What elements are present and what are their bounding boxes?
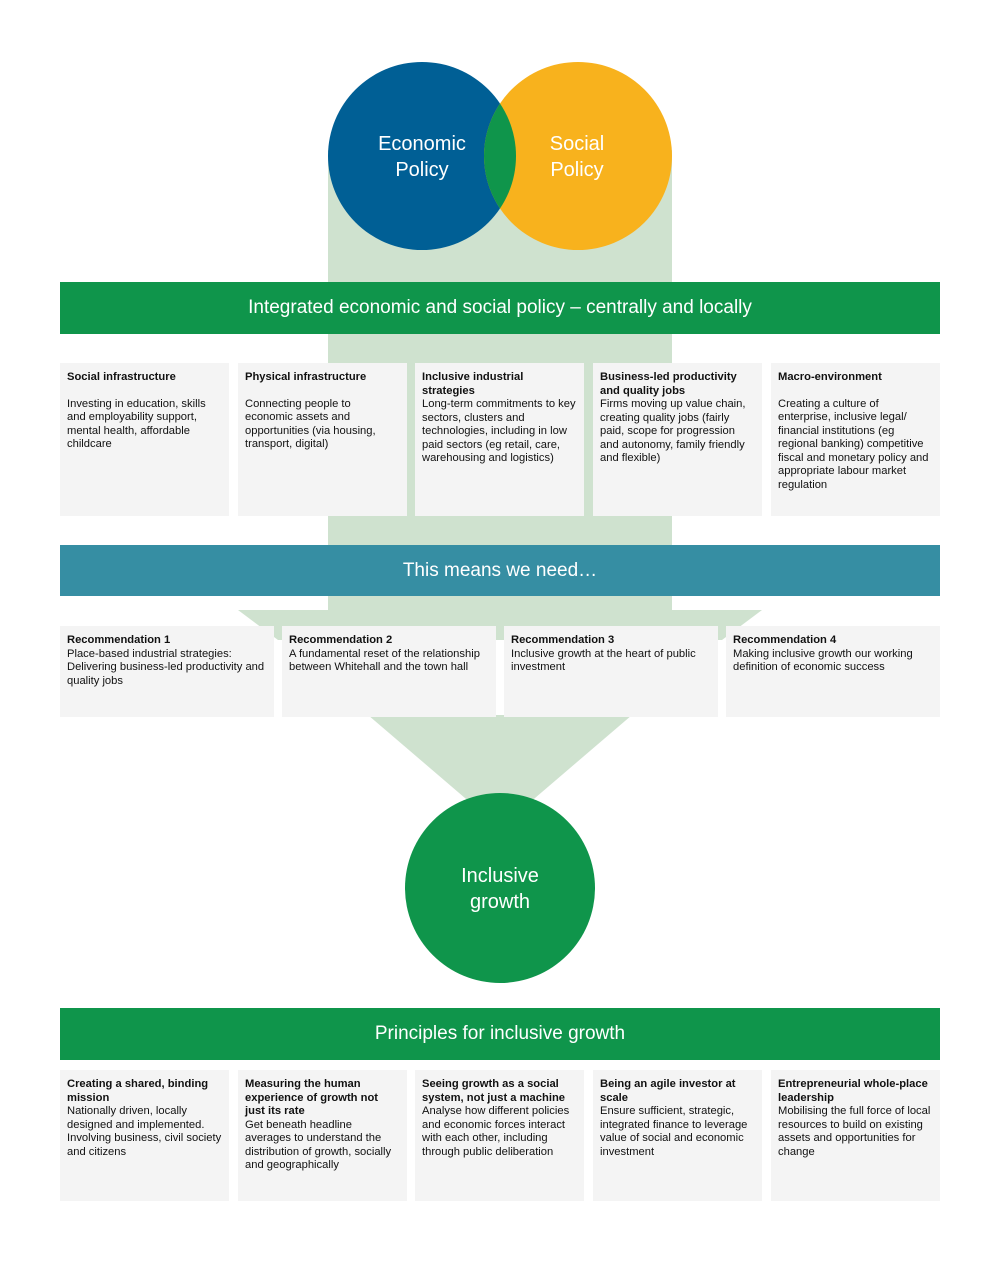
inclusive-growth-circle [405,793,595,983]
policy-area-body: Investing in education, skills and emplo… [67,397,206,451]
policy-area-body: Creating a culture of enterprise, inclus… [778,397,929,491]
principle-body: Mobilising the full force of local resou… [778,1105,931,1158]
recommendation-label: Recommendation [733,634,827,646]
recommendation-body: Place-based industrial strategies: Deliv… [67,647,265,687]
inclusive-growth-line1: Inclusive [461,865,539,887]
recommendation-number: 3 [607,634,615,646]
recommendation-number: 4 [829,634,837,646]
principle-body: Get beneath headline averages to underst… [245,1118,392,1172]
social-label-line2: Policy [550,159,604,181]
principle-title: Creating a shared, binding mission [67,1078,209,1104]
economic-policy-circle [328,62,516,250]
recommendation-body: A fundamental reset of the relationship … [289,647,480,674]
recommendation-label: Recommendation [511,634,605,646]
economic-label-line1: Economic [378,133,466,155]
social-policy-label: Social Policy [507,131,647,183]
principles-band: Principles for inclusive growth [60,1008,940,1060]
policy-area-title: Macro-environment [778,371,882,383]
social-policy-circle [484,62,672,250]
recommendation-number: 1 [163,634,171,646]
principle-card: Measuring the human experience of growth… [238,1070,407,1201]
principle-card: Creating a shared, binding mission Natio… [60,1070,229,1201]
policy-area-title: Business-led productivity and quality jo… [600,371,737,397]
policy-area-body: Connecting people to economic assets and… [245,397,376,451]
policy-area-title: Inclusive industrial strategies [422,371,524,397]
principle-body: Nationally driven, locally designed and … [67,1105,222,1158]
economic-policy-label: Economic Policy [352,131,492,183]
inclusive-growth-line2: growth [469,891,531,913]
inclusive-growth-label: Inclusive growth [430,863,570,915]
recommendation-label: Recommendation [289,634,383,646]
principles-band-text: Principles for inclusive growth [374,1023,626,1044]
recommendation-body: Making inclusive growth our working defi… [733,647,913,674]
policy-area-card: Inclusive industrial strategies Long-ter… [415,363,584,516]
economic-label-line2: Policy [395,159,449,181]
recommendation-label: Recommendation [67,634,161,646]
recommendation-card: Recommendation 3 Inclusive growth at the… [504,626,718,717]
need-band-text: This means we need… [402,559,598,581]
flow-arrow [368,715,632,828]
integrated-policy-band: Integrated economic and social policy – … [60,282,940,334]
need-band: This means we need… [60,545,940,596]
principle-card: Seeing growth as a social system, not ju… [415,1070,584,1201]
policy-area-body: Long-term commitments to key sectors, cl… [422,398,576,464]
policy-area-card: Macro-environment Creating a culture of … [771,363,940,516]
policy-area-card: Physical infrastructure Connecting peopl… [238,363,407,516]
policy-area-title: Physical infrastructure [245,371,367,383]
policy-area-title: Social infrastructure [67,371,176,383]
principle-card: Being an agile investor at scale Ensure … [593,1070,762,1201]
principle-card: Entrepreneurial whole-place leadership M… [771,1070,940,1201]
principle-title: Measuring the human experience of growth… [245,1078,379,1117]
recommendation-number: 2 [385,634,393,646]
principle-title: Seeing growth as a social system, not ju… [422,1078,565,1104]
recommendation-card: Recommendation 4 Making inclusive growth… [726,626,940,717]
principle-title: Being an agile investor at scale [600,1078,736,1104]
recommendation-body: Inclusive growth at the heart of public … [511,647,696,674]
integrated-policy-band-text: Integrated economic and social policy – … [248,297,752,318]
social-label-line1: Social [549,133,605,155]
principle-body: Ensure sufficient, strategic, integrated… [600,1105,748,1158]
policy-area-card: Business-led productivity and quality jo… [593,363,762,516]
principle-body: Analyse how different policies and econo… [422,1105,570,1158]
policy-area-card: Social infrastructure Investing in educa… [60,363,229,516]
principle-title: Entrepreneurial whole-place leadership [778,1078,928,1104]
recommendation-card: Recommendation 1 Place-based industrial … [60,626,274,717]
recommendation-card: Recommendation 2 A fundamental reset of … [282,626,496,717]
policy-area-body: Firms moving up value chain, creating qu… [600,398,746,464]
